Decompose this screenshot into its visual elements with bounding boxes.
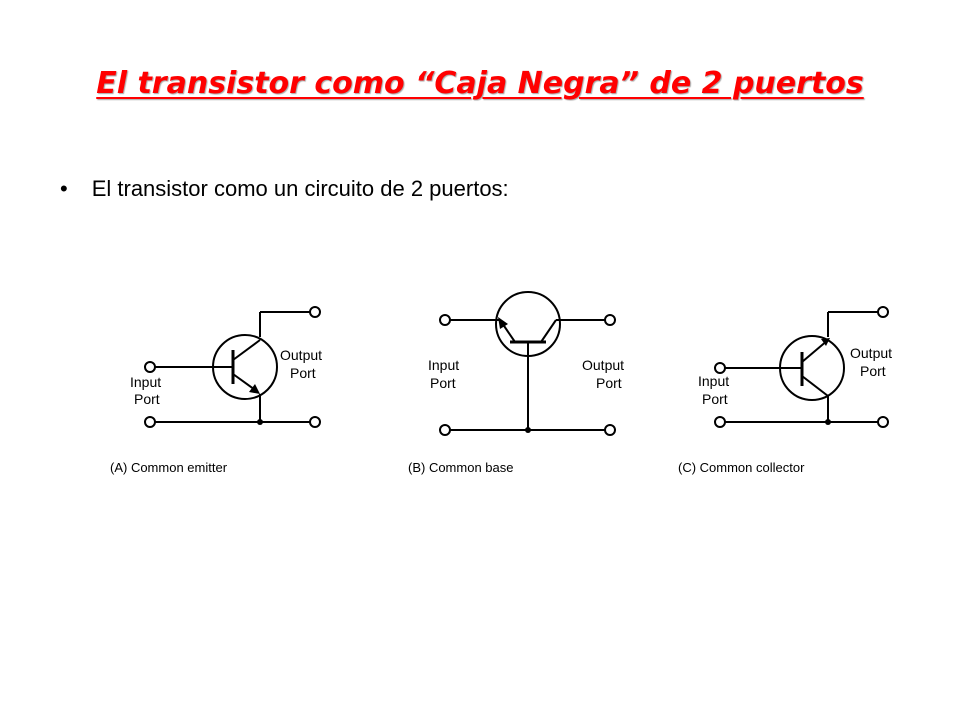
bullet-text: El transistor como un circuito de 2 puer…	[91, 176, 509, 201]
caption-common-emitter: (A) Common emitter	[110, 460, 228, 475]
bullet-item: • El transistor como un circuito de 2 pu…	[60, 176, 509, 202]
label-input-b1: Input	[428, 357, 459, 373]
label-input-b2: Port	[430, 375, 456, 391]
caption-common-collector: (C) Common collector	[678, 460, 805, 475]
label-input-a2: Port	[134, 391, 160, 407]
label-output-b1: Output	[582, 357, 624, 373]
circuit-common-emitter	[144, 306, 321, 428]
label-output-a2: Port	[290, 365, 316, 381]
label-input-c1: Input	[698, 373, 729, 389]
bullet-icon: •	[60, 176, 68, 201]
circuit-common-base	[439, 291, 616, 436]
label-input-c2: Port	[702, 391, 728, 407]
label-output-b2: Port	[596, 375, 622, 391]
label-output-c1: Output	[850, 345, 892, 361]
transistor-configurations-diagram: Input Port Output Port (A) Common emitte…	[100, 282, 900, 497]
slide-title: El transistor como “Caja Negra” de 2 pue…	[96, 66, 864, 101]
label-input-a1: Input	[130, 374, 161, 390]
caption-common-base: (B) Common base	[408, 460, 513, 475]
label-output-c2: Port	[860, 363, 886, 379]
circuit-common-collector	[714, 306, 889, 428]
label-output-a1: Output	[280, 347, 322, 363]
